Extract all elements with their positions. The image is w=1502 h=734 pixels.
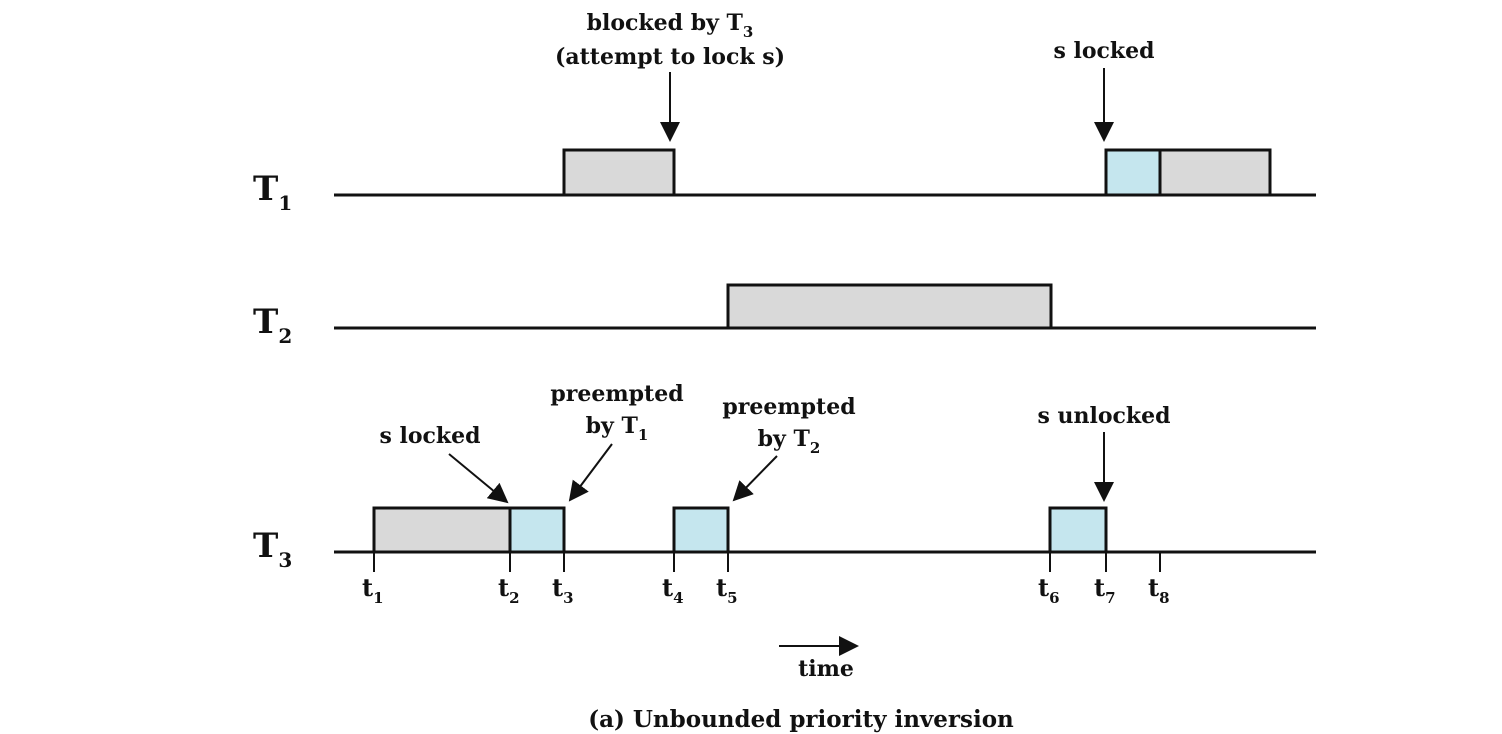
time-label: time (798, 656, 854, 682)
annotation-preempted-t1-line1: preempted (550, 381, 683, 407)
tick-label-t1: t1 (362, 573, 384, 607)
arrow-preempted-t1 (568, 443, 613, 502)
annotation-t3-s-locked: s locked (379, 423, 480, 449)
task-label-t3: T3 (253, 526, 292, 572)
tick-label-t3: t3 (552, 573, 574, 607)
t1-block-blocked (562, 148, 676, 197)
annotation-preempted-t2-line2: by T2 (758, 426, 821, 457)
t1-block-locked (1104, 148, 1162, 197)
t3-block-locked-2 (672, 506, 730, 554)
annotation-preempted-t2-line1: preempted (722, 394, 855, 420)
diagram-caption: (a) Unbounded priority inversion (588, 706, 1014, 733)
annotation-blocked-line2: (attempt to lock s) (555, 44, 785, 70)
annotation-blocked-line1: blocked by T3 (587, 10, 754, 41)
t1-block-final (1158, 148, 1272, 197)
annotation-preempted-t1-line2: by T1 (586, 413, 649, 444)
t2-block-run (726, 283, 1053, 330)
tick-label-t7: t7 (1094, 573, 1116, 607)
tick-label-t6: t6 (1038, 573, 1060, 607)
tick-label-t5: t5 (716, 573, 738, 607)
task-label-t1: T1 (253, 169, 292, 215)
t3-block-locked-1 (508, 506, 566, 554)
tick-label-t8: t8 (1148, 573, 1170, 607)
tick-label-t4: t4 (662, 573, 684, 607)
t3-block-start (372, 506, 512, 554)
annotation-s-unlocked: s unlocked (1037, 403, 1170, 429)
tick-label-t2: t2 (498, 573, 520, 607)
arrow-preempted-t2 (732, 455, 778, 502)
arrow-t3-s-locked (448, 453, 509, 504)
t3-block-locked-3 (1048, 506, 1108, 554)
annotation-t1-s-locked: s locked (1053, 38, 1154, 64)
task-label-t2: T2 (253, 302, 292, 348)
